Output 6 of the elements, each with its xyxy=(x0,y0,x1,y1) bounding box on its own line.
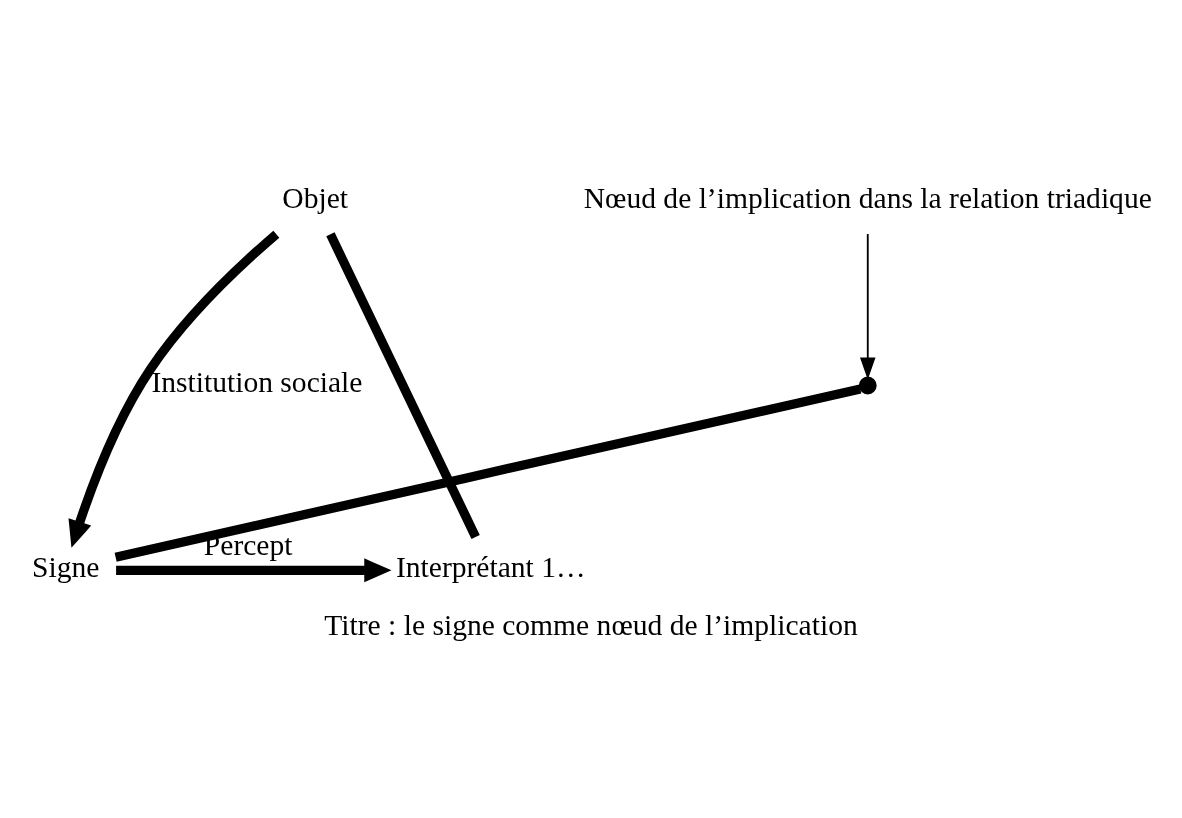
node-text: Signe xyxy=(31,550,100,583)
edge-label: Institution sociale xyxy=(151,366,363,398)
node-text: Objet xyxy=(282,181,349,214)
caption: Titre : le signe comme nœud de l’implication xyxy=(324,608,858,641)
node-text: Nœud de l’implication dans la relation triadique xyxy=(583,181,1152,214)
node-text: Interprétant 1… xyxy=(395,550,586,583)
